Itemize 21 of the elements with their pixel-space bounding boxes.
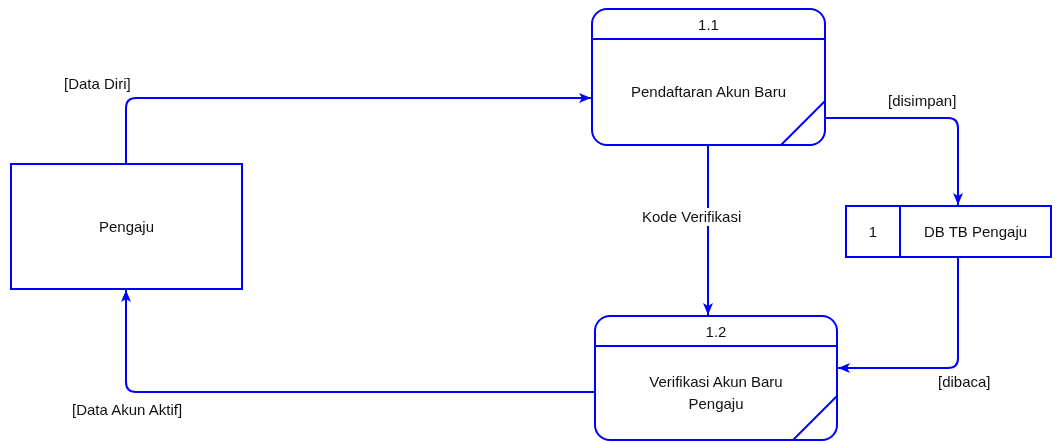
edge-label: [disimpan]: [886, 92, 959, 110]
edge-label: [Data Diri]: [62, 75, 133, 93]
store-label: DB TB Pengaju: [923, 221, 1028, 242]
arrow: [121, 289, 595, 393]
process-label: Verifikasi Akun Baru Pengaju: [648, 372, 784, 414]
store-id: 1: [868, 223, 878, 240]
process-label: Pendaftaran Akun Baru: [630, 82, 787, 103]
arrow: [837, 257, 959, 373]
arrow: [825, 117, 963, 206]
process-number: 1.2: [705, 322, 727, 340]
process-box: [594, 315, 838, 441]
process-box: [591, 8, 826, 146]
external-entity-box: [10, 163, 243, 290]
entity-label: Pengaju: [98, 218, 155, 235]
edge-label: [Data Akun Aktif]: [70, 401, 185, 419]
data-store: [845, 205, 1052, 258]
arrow: [703, 145, 713, 316]
process-number: 1.1: [698, 15, 719, 33]
edge-label: Kode Verifikasi: [640, 208, 744, 226]
arrow: [125, 93, 592, 164]
edge-label: [dibaca]: [936, 373, 993, 391]
